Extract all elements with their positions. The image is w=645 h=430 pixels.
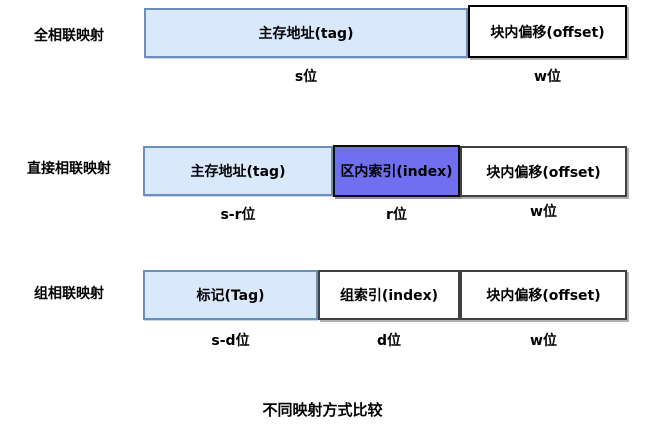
row-label-fully-associative: 全相联映射 (34, 28, 104, 44)
bits-label-s-r: s-r位 (220, 207, 256, 223)
field-box-tag-row1: 主存地址(tag) (144, 8, 468, 58)
field-box-offset-row1: 块内偏移(offset) (468, 5, 627, 58)
field-box-offset-row1-label: 块内偏移(offset) (490, 24, 605, 41)
bits-label-r: r位 (386, 207, 407, 223)
field-box-offset-row2: 块内偏移(offset) (460, 146, 627, 197)
bits-label-w-row2: w位 (530, 204, 557, 220)
field-box-index-row3: 组索引(index) (318, 270, 460, 320)
field-box-offset-row3: 块内偏移(offset) (460, 270, 627, 320)
diagram-caption: 不同映射方式比较 (262, 401, 383, 419)
field-box-offset-row2-label: 块内偏移(offset) (486, 164, 601, 181)
bits-label-w-row1: w位 (534, 69, 561, 85)
bits-label-d: d位 (376, 333, 402, 349)
bits-label-s: s位 (294, 69, 318, 85)
bits-label-w-row3: w位 (530, 333, 557, 349)
field-box-index-row2: 区内索引(index) (333, 145, 460, 197)
bits-label-s-d: s-d位 (211, 333, 250, 349)
field-box-tag-row2: 主存地址(tag) (143, 146, 333, 196)
row-label-direct-mapping: 直接相联映射 (27, 161, 111, 177)
field-box-tag-row3-label: 标记(Tag) (196, 288, 265, 304)
field-box-tag-row2-label: 主存地址(tag) (190, 164, 286, 180)
row-label-set-associative: 组相联映射 (34, 286, 104, 302)
field-box-tag-row3: 标记(Tag) (143, 270, 318, 320)
field-box-index-row2-label: 区内索引(index) (340, 164, 453, 180)
field-box-index-row3-label: 组索引(index) (339, 288, 439, 304)
field-box-tag-row1-label: 主存地址(tag) (258, 26, 354, 42)
field-box-offset-row3-label: 块内偏移(offset) (486, 288, 601, 304)
